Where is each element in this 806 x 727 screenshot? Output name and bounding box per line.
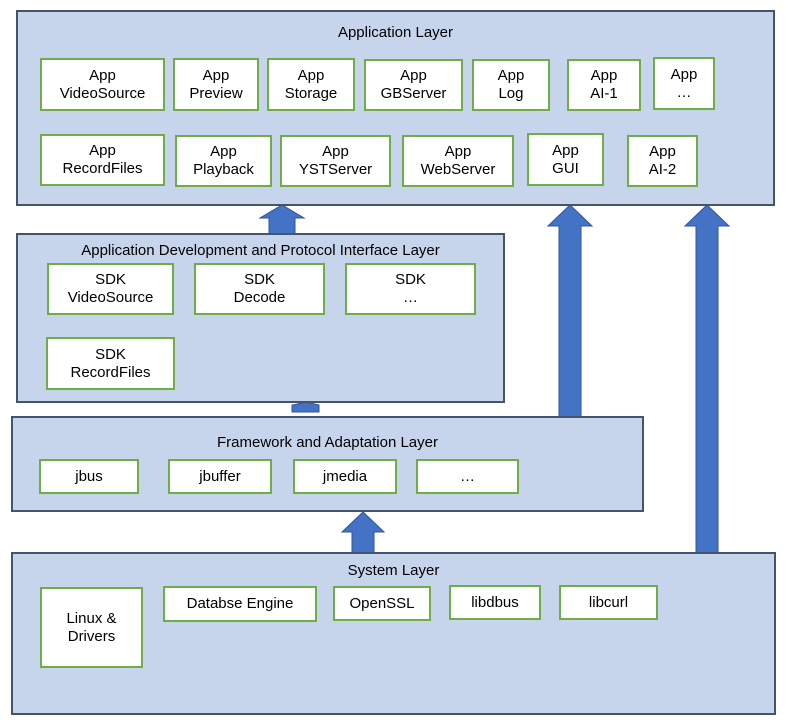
arrow-framework-to-application bbox=[546, 204, 594, 418]
module-app-ai-1: App AI-1 bbox=[567, 59, 641, 111]
framework-layer-title: Framework and Adaptation Layer bbox=[217, 434, 438, 451]
interface-layer-title: Application Development and Protocol Int… bbox=[81, 242, 440, 259]
arrow-framework-to-interface bbox=[291, 401, 320, 413]
module-linux-drivers: Linux & Drivers bbox=[40, 587, 143, 668]
module-app-gbserver: App GBServer bbox=[364, 59, 463, 111]
framework-layer: Framework and Adaptation Layer jbus jbuf… bbox=[11, 416, 644, 512]
module-app-videosource: App VideoSource bbox=[40, 58, 165, 111]
interface-layer: Application Development and Protocol Int… bbox=[16, 233, 505, 403]
module-app-more: App … bbox=[653, 57, 715, 110]
module-app-webserver: App WebServer bbox=[402, 135, 514, 187]
module-sdk-recordfiles: SDK RecordFiles bbox=[46, 337, 175, 390]
arrow-system-to-application bbox=[683, 204, 731, 554]
module-jbuffer: jbuffer bbox=[168, 459, 272, 494]
module-jbus: jbus bbox=[39, 459, 139, 494]
system-layer: System Layer Linux & Drivers Databse Eng… bbox=[11, 552, 776, 715]
module-app-recordfiles: App RecordFiles bbox=[40, 134, 165, 186]
application-layer: Application Layer App VideoSource App Pr… bbox=[16, 10, 775, 206]
module-framework-more: … bbox=[416, 459, 519, 494]
module-jmedia: jmedia bbox=[293, 459, 397, 494]
module-app-preview: App Preview bbox=[173, 58, 259, 111]
module-app-log: App Log bbox=[472, 59, 550, 111]
system-layer-title: System Layer bbox=[347, 562, 440, 579]
module-libcurl: libcurl bbox=[559, 585, 658, 620]
module-app-playback: App Playback bbox=[175, 135, 272, 187]
module-app-storage: App Storage bbox=[267, 58, 355, 111]
arrow-interface-to-application bbox=[258, 204, 306, 235]
module-app-gui: App GUI bbox=[527, 133, 604, 186]
module-database-engine: Databse Engine bbox=[163, 586, 317, 622]
module-app-ai-2: App AI-2 bbox=[627, 135, 698, 187]
module-sdk-decode: SDK Decode bbox=[194, 263, 325, 315]
module-libdbus: libdbus bbox=[449, 585, 541, 620]
module-openssl: OpenSSL bbox=[333, 586, 431, 621]
application-layer-title: Application Layer bbox=[337, 24, 454, 41]
module-app-ystserver: App YSTServer bbox=[280, 135, 391, 187]
module-sdk-more: SDK … bbox=[345, 263, 476, 315]
module-sdk-videosource: SDK VideoSource bbox=[47, 263, 174, 315]
arrow-system-to-framework bbox=[340, 511, 386, 554]
